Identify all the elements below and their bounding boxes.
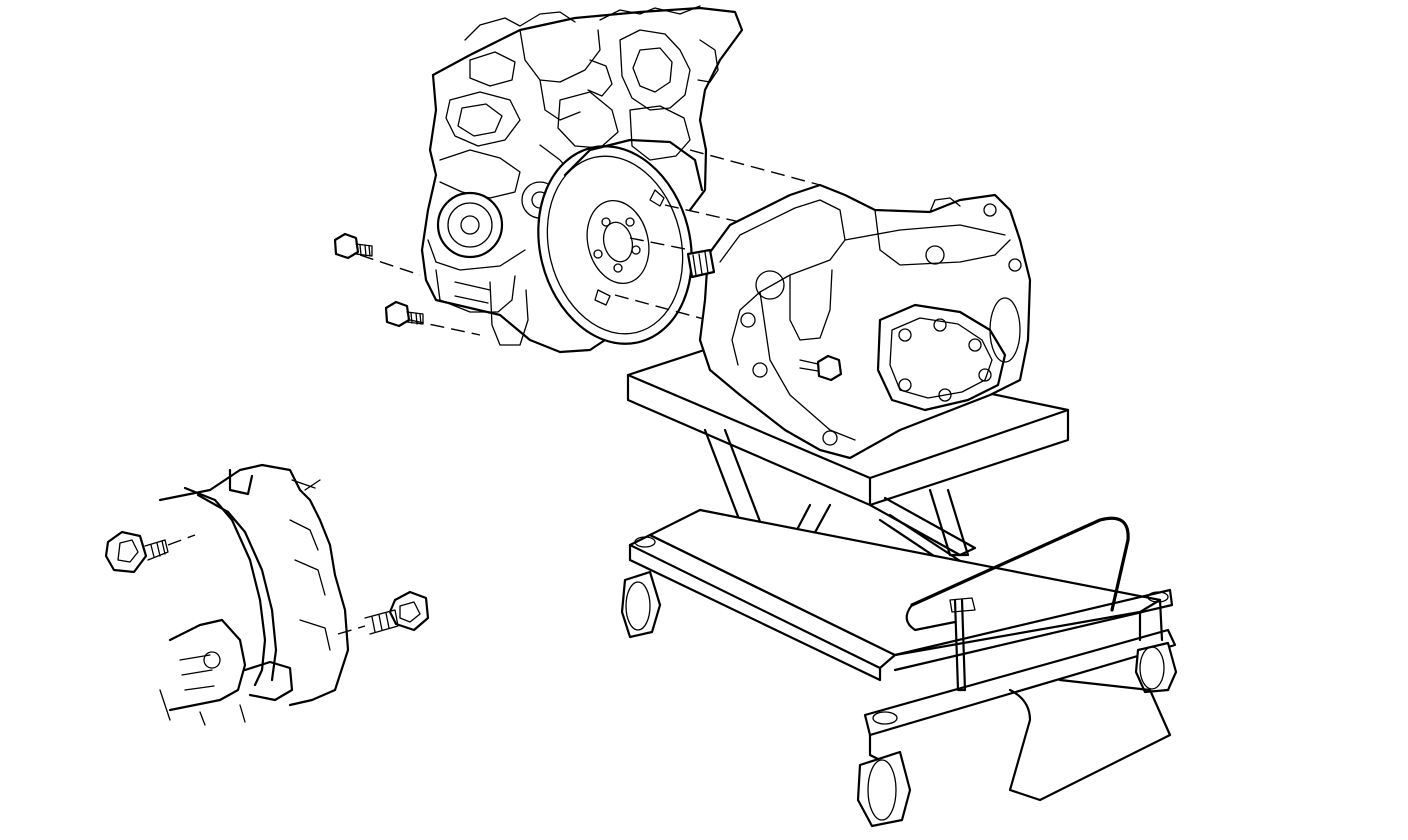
alignment-lines: [359, 149, 821, 336]
engine-block: [420, 5, 744, 354]
bracket-bolt: [337, 590, 430, 635]
flywheel: [537, 138, 704, 345]
engine-bolt: [333, 232, 373, 260]
bracket-bolt: [104, 530, 196, 574]
mount-bracket: [158, 463, 350, 726]
engine-bolt: [384, 300, 424, 328]
transmission: [686, 183, 1032, 460]
